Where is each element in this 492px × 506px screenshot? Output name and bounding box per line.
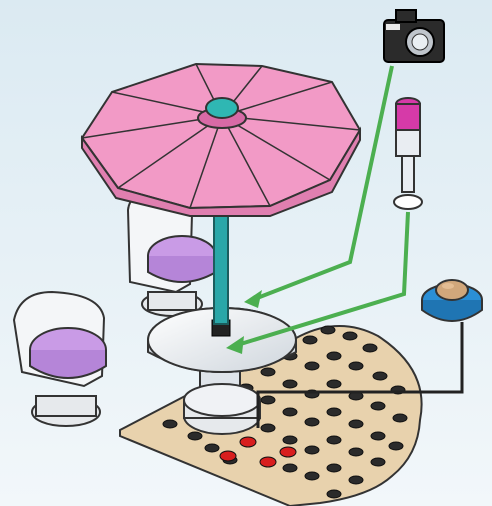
umbrella-top-cap <box>206 98 238 118</box>
umbrella-pole <box>214 200 228 324</box>
